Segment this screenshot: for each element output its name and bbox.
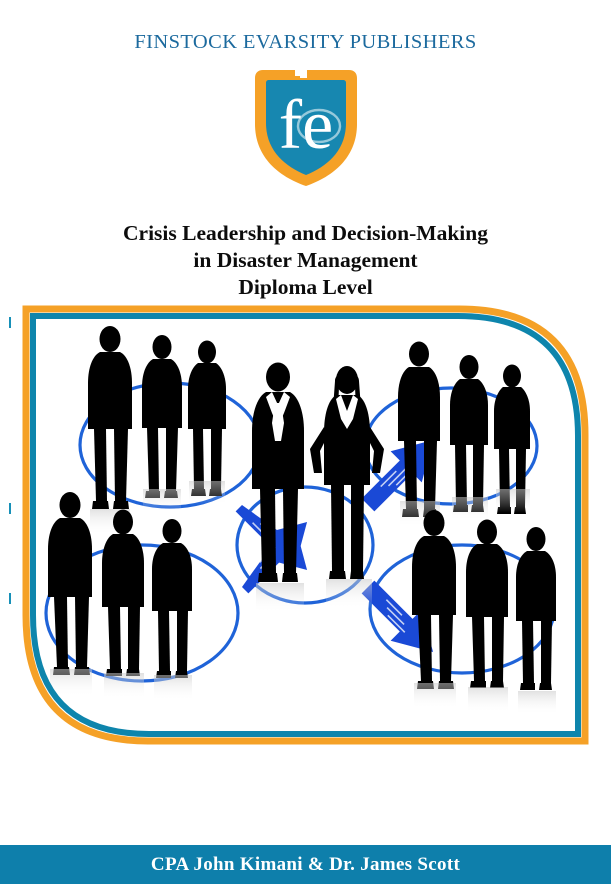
shield-notch <box>299 69 307 78</box>
shield-monogram: fe <box>278 87 332 164</box>
cover-artwork <box>9 305 589 745</box>
authors-text: CPA John Kimani & Dr. James Scott <box>150 853 461 875</box>
shield-inner <box>265 80 346 175</box>
frame-tick-mid-left <box>9 503 11 514</box>
title-line-2: in Disaster Management <box>193 248 418 272</box>
group-lower-right <box>412 510 556 715</box>
fe-shield-logo: fe <box>243 64 369 188</box>
title-line-3: Diploma Level <box>238 275 373 299</box>
frame-tick-top-left <box>9 317 11 328</box>
monogram-swash <box>296 108 341 144</box>
artwork-canvas <box>30 313 581 737</box>
title-line-1: Crisis Leadership and Decision-Making <box>123 221 488 245</box>
publisher-name: FINSTOCK EVARSITY PUBLISHERS <box>134 31 477 53</box>
page-title: Crisis Leadership and Decision-Making in… <box>0 220 611 301</box>
authors-bar: CPA John Kimani & Dr. James Scott <box>0 845 611 884</box>
frame-tick-low-left <box>9 593 11 604</box>
